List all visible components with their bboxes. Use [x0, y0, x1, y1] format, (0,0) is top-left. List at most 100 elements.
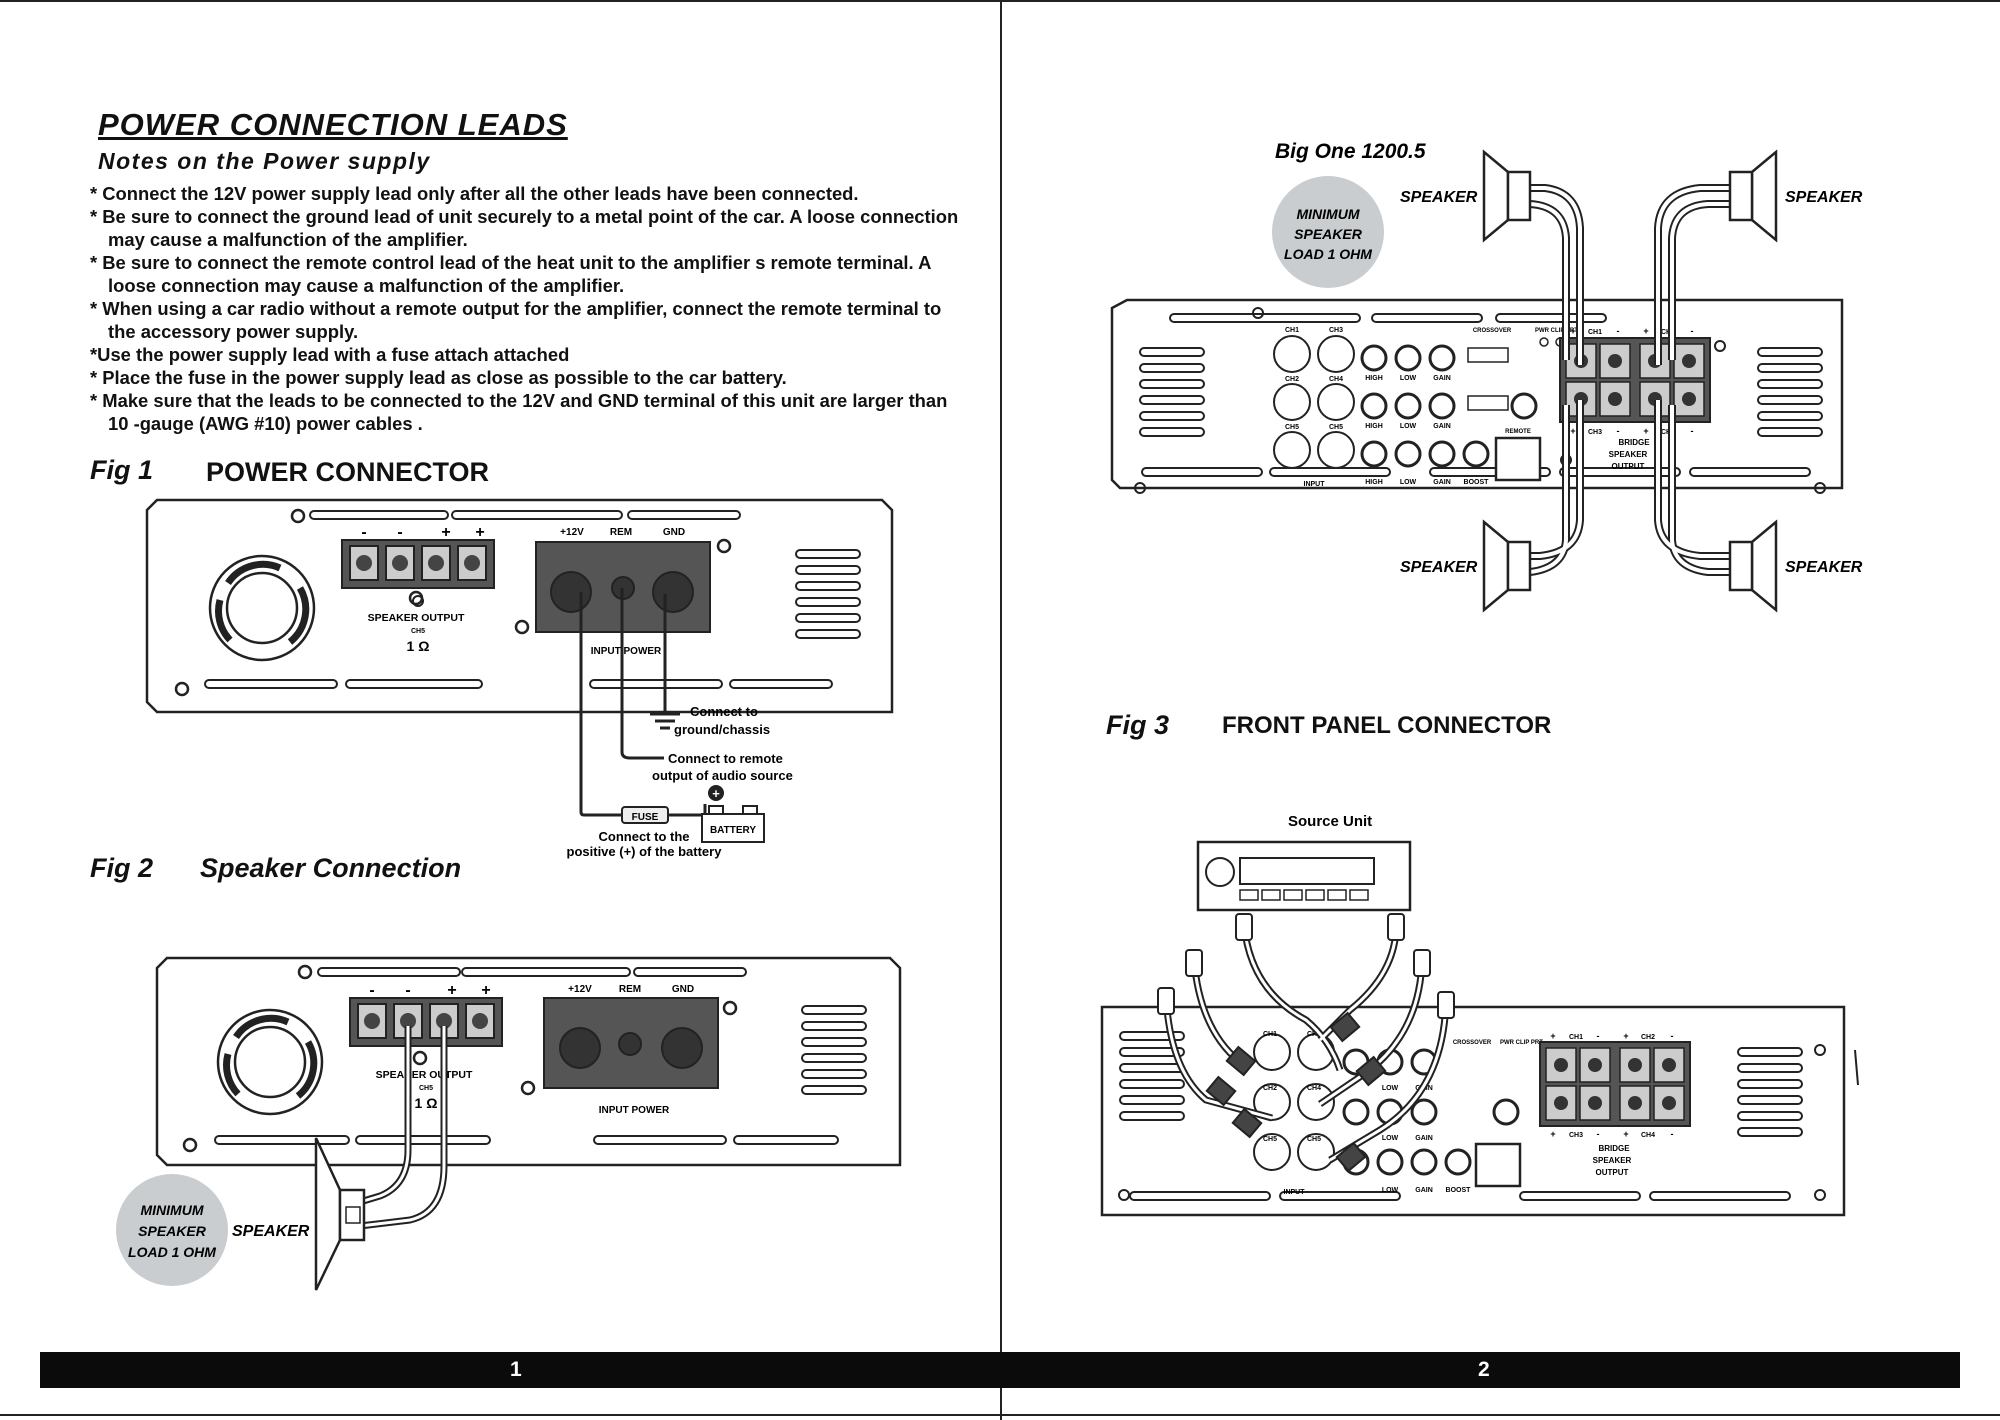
note-item: * Make sure that the leads to be connect…: [90, 390, 948, 434]
fig3-front-panel-diagram: Source Unit: [1100, 813, 1859, 1217]
fig3-label: Fig 3: [1106, 710, 1170, 740]
page-title: POWER CONNECTION LEADS: [98, 107, 568, 142]
remote-label: REMOTE: [1505, 429, 1531, 435]
knob-label: BOOST: [1446, 1187, 1472, 1194]
terminal-label: CH4: [1641, 1132, 1655, 1139]
fig1-label: Fig 1: [90, 455, 154, 485]
note-item: * When using a car radio without a remot…: [90, 298, 942, 342]
page-right: Big One 1200.5 MINIMUM SPEAKER LOAD 1 OH…: [1000, 0, 2000, 1420]
bridge-speaker-label: SPEAKER: [1609, 450, 1648, 459]
page-divider: [1000, 0, 1002, 1420]
input-label: CH5: [1307, 1136, 1321, 1143]
fig1-terminal-sign: +: [441, 524, 450, 541]
note-item: * Connect the 12V power supply lead only…: [90, 183, 859, 204]
terminal-label: -: [1671, 1031, 1674, 1041]
terminal-label: +: [1623, 1129, 1628, 1139]
page-number: 1: [510, 1358, 522, 1381]
notes-heading: Notes on the Power supply: [98, 148, 431, 174]
terminal-label: CH2: [1641, 1034, 1655, 1041]
note-item: * Place the fuse in the power supply lea…: [90, 367, 787, 388]
knob-label: LOW: [1400, 423, 1417, 430]
knob-label: GAIN: [1415, 1135, 1433, 1142]
fig1-terminal-sign: -: [397, 524, 402, 541]
source-unit-label: Source Unit: [1288, 813, 1372, 830]
fig1-ground-note: ground/chassis: [674, 722, 770, 737]
fig2-terminal-sign: -: [369, 982, 374, 999]
fig1-remote-note: Connect to remote: [668, 751, 783, 766]
crossover-label: CROSSOVER: [1473, 328, 1512, 334]
fig3-title: FRONT PANEL CONNECTOR: [1222, 712, 1552, 739]
fig1-gnd-label: GND: [663, 527, 685, 538]
fig1-battery-note: Connect to the: [599, 829, 690, 844]
terminal-label: +: [1550, 1031, 1555, 1041]
bridge-output-label: OUTPUT: [1612, 462, 1645, 471]
footer-bar-right: 2: [1000, 1352, 1960, 1388]
note-item: * Be sure to connect the remote control …: [90, 252, 931, 296]
footer-bar-left: 1: [40, 1352, 1000, 1388]
speaker-label: SPEAKER: [1400, 189, 1478, 206]
fig1-terminal-sign: -: [361, 524, 366, 541]
bridge-output-label: OUTPUT: [1596, 1168, 1629, 1177]
fig2-terminal-sign: +: [447, 982, 456, 999]
terminal-label: +: [1623, 1031, 1628, 1041]
fig2-terminal-sign: +: [481, 982, 490, 999]
input-label: CH1: [1263, 1031, 1277, 1038]
fig1-12v-label: +12V: [560, 527, 584, 538]
fig2-speaker-label: SPEAKER: [232, 1223, 310, 1240]
terminal-label: +: [1643, 326, 1648, 336]
page-number: 2: [1478, 1358, 1490, 1381]
terminal-label: CH1: [1569, 1034, 1583, 1041]
terminal-label: -: [1617, 326, 1620, 336]
knob-label: LOW: [1382, 1187, 1399, 1194]
terminal-label: +: [1643, 426, 1648, 436]
knob-label: LOW: [1400, 479, 1417, 486]
speaker-label: SPEAKER: [1785, 559, 1863, 576]
input-label: CH5: [1263, 1136, 1277, 1143]
bridge-label: BRIDGE: [1598, 1144, 1630, 1153]
fig1-speaker-output-label: SPEAKER OUTPUT: [368, 612, 465, 624]
bottom-border: [0, 1414, 2000, 1416]
fig1-remote-note: output of audio source: [652, 768, 793, 783]
input-label: CH2: [1263, 1085, 1277, 1092]
terminal-label: CH1: [1588, 329, 1602, 336]
terminal-label: +: [1550, 1129, 1555, 1139]
terminal-label: +: [1570, 326, 1575, 336]
model-name: Big One 1200.5: [1275, 140, 1426, 163]
badge-line: LOAD 1 OHM: [1284, 246, 1372, 262]
knob-label: GAIN: [1433, 423, 1451, 430]
badge-line: SPEAKER: [1294, 226, 1363, 242]
fuse-label: FUSE: [632, 812, 659, 823]
fig1-impedance-label: 1 Ω: [407, 638, 430, 654]
badge-line: MINIMUM: [1297, 206, 1360, 222]
fig2-badge-line: SPEAKER: [138, 1223, 207, 1239]
knob-label: HIGH: [1365, 479, 1383, 486]
bridge-speaker-label: SPEAKER: [1593, 1156, 1632, 1165]
fig2-speaker-output-label: SPEAKER OUTPUT: [376, 1069, 473, 1081]
fig1-ground-note: Connect to: [690, 704, 758, 719]
note-item: *Use the power supply lead with a fuse a…: [90, 344, 570, 365]
knob-label: GAIN: [1415, 1187, 1433, 1194]
fig1-channel-label: CH5: [411, 628, 425, 635]
fig2-speaker-connection-diagram: - - + + SPEAKER OUTPUT CH5 1 Ω +12V REM …: [116, 956, 902, 1291]
input-section-label: INPUT: [1304, 481, 1326, 488]
input-section-label: INPUT: [1284, 1189, 1306, 1196]
input-label: CH1: [1285, 327, 1299, 334]
knob-label: HIGH: [1365, 375, 1383, 382]
fig2-gnd-label: GND: [672, 984, 694, 995]
terminal-label: CH3: [1588, 429, 1602, 436]
terminal-label: -: [1671, 1129, 1674, 1139]
input-label: CH2: [1285, 376, 1299, 383]
knob-label: LOW: [1400, 375, 1417, 382]
status-leds-label: PWR CLIP PRT: [1500, 1040, 1543, 1046]
knob-label: BOOST: [1464, 479, 1490, 486]
fig2-12v-label: +12V: [568, 984, 592, 995]
knob-label: GAIN: [1433, 375, 1451, 382]
terminal-label: -: [1597, 1129, 1600, 1139]
terminal-label: -: [1617, 426, 1620, 436]
terminal-label: -: [1597, 1031, 1600, 1041]
terminal-label: -: [1691, 326, 1694, 336]
fig2-label: Fig 2: [90, 853, 154, 883]
bridge-speaker-diagram: Big One 1200.5 MINIMUM SPEAKER LOAD 1 OH…: [1110, 140, 1863, 613]
crossover-label: CROSSOVER: [1453, 1040, 1492, 1046]
